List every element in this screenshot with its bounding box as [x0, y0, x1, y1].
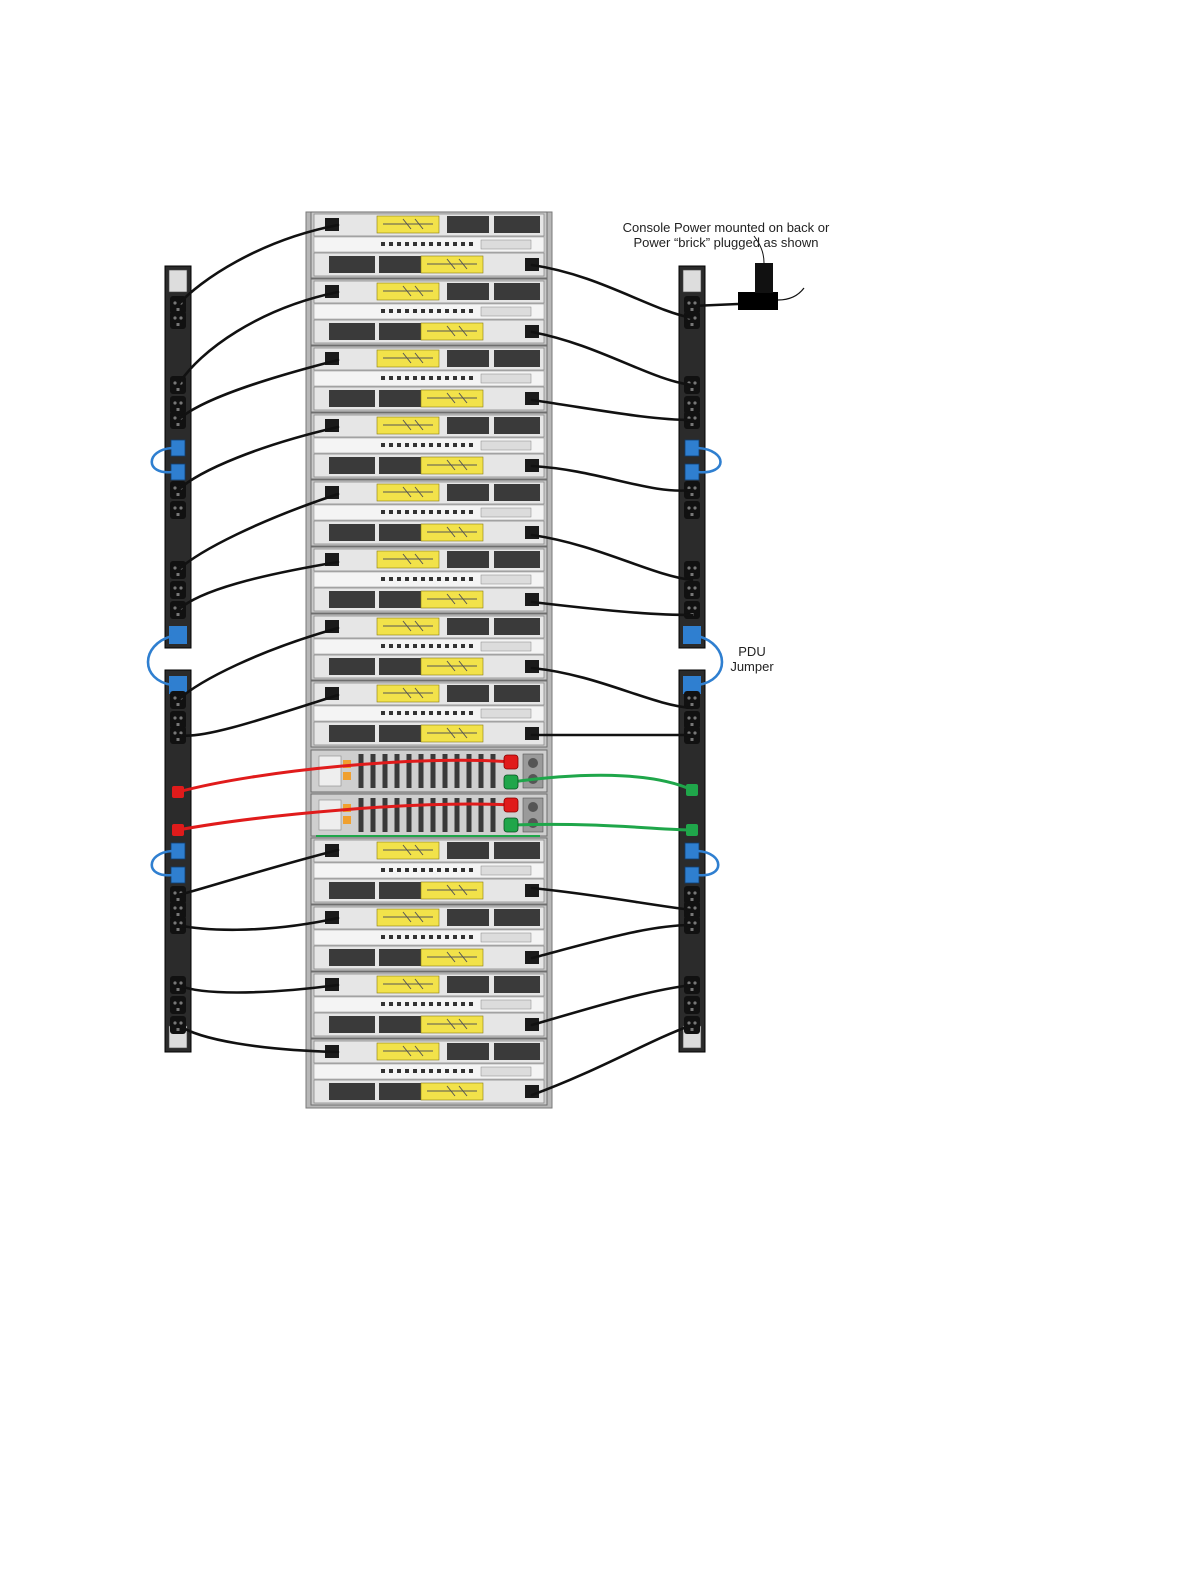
console-power-callout: Console Power mounted on back or Power “…: [596, 220, 856, 250]
console-power-callout-line2: Power “brick” plugged as shown: [596, 235, 856, 250]
server-node-icon: [311, 681, 547, 747]
pdu-jumper-callout-line2: Jumper: [720, 659, 784, 674]
server-node-icon: [311, 212, 547, 278]
server-node-icon: [311, 279, 547, 345]
power-outlet-icon: [684, 501, 700, 519]
console-power-callout-line1: Console Power mounted on back or: [596, 220, 856, 235]
power-outlet-icon: [684, 561, 700, 579]
power-outlet-icon: [684, 311, 700, 329]
pdu-jumper-callout-line1: PDU: [720, 644, 784, 659]
power-outlet-icon: [170, 501, 186, 519]
server-node-icon: [311, 614, 547, 680]
server-node-icon: [311, 480, 547, 546]
server-node-icon: [311, 547, 547, 613]
server-node-icon: [311, 413, 547, 479]
pdu-jumper-callout: PDU Jumper: [720, 644, 784, 674]
server-node-icon: [311, 972, 547, 1038]
server-node-icon: [311, 838, 547, 904]
server-rack: [306, 212, 552, 1108]
server-node-icon: [311, 1039, 547, 1105]
power-outlet-icon: [684, 581, 700, 599]
power-outlet-icon: [170, 311, 186, 329]
power-outlet-icon: [170, 581, 186, 599]
server-node-icon: [311, 346, 547, 412]
server-node-icon: [311, 905, 547, 971]
power-outlet-icon: [684, 996, 700, 1014]
power-outlet-icon: [170, 996, 186, 1014]
